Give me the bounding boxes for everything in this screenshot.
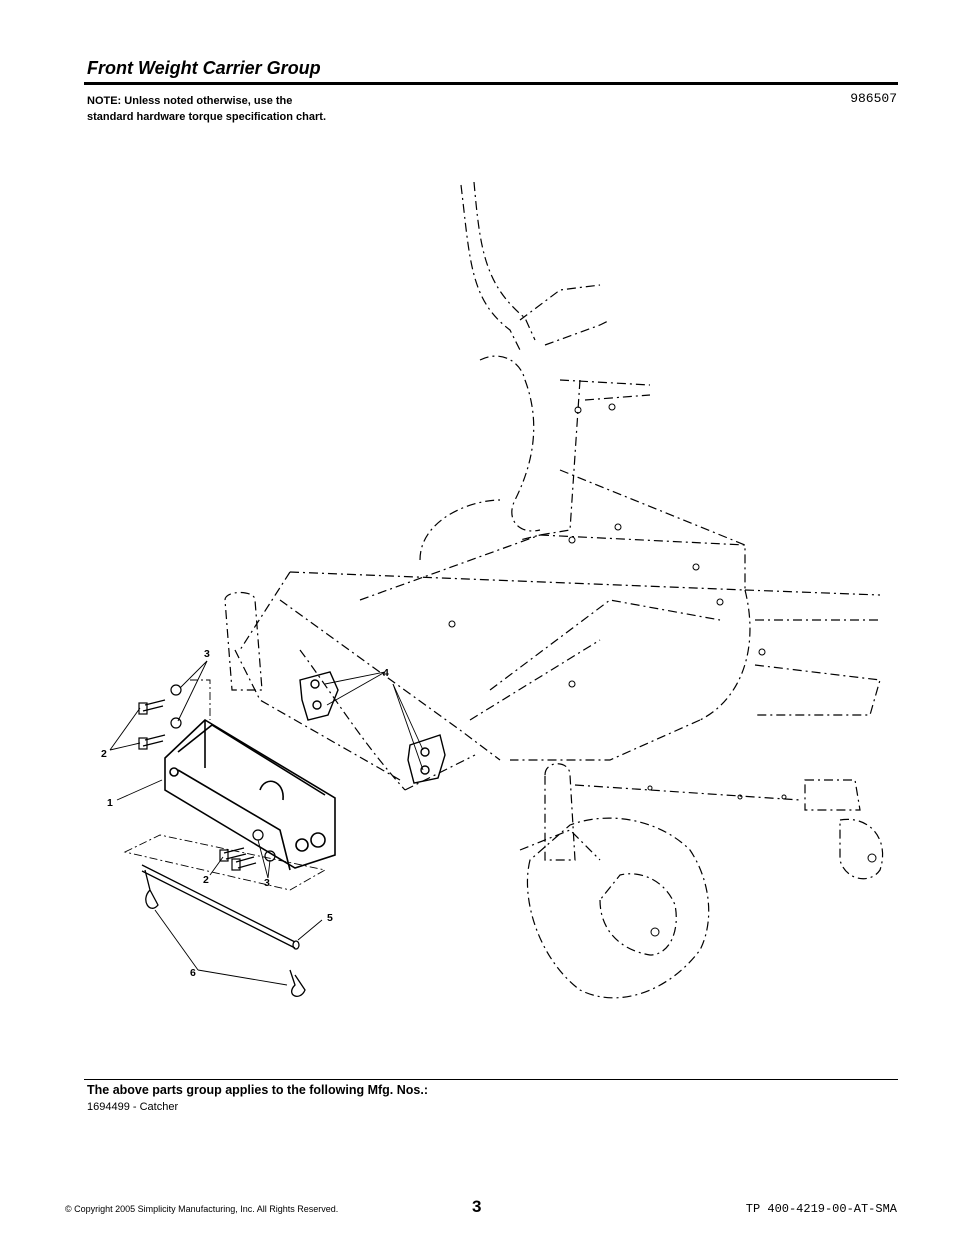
callout-3-lower: 3 (264, 877, 270, 889)
page-number: 3 (472, 1197, 482, 1216)
torque-note: NOTE: Unless noted otherwise, use the st… (87, 95, 327, 123)
mfg-item: 1694499 - Catcher (87, 1101, 179, 1113)
callout-5: 5 (327, 912, 333, 924)
callout-1: 1 (107, 797, 113, 809)
callout-numbers: 3 4 2 1 2 3 5 6 (101, 648, 389, 979)
callout-4: 4 (383, 667, 389, 679)
rod-and-clips (141, 864, 306, 997)
leader-lines (109, 660, 424, 986)
bracket-phantom-lines (123, 679, 327, 891)
copyright-notice: © Copyright 2005 Simplicity Manufacturin… (65, 1204, 339, 1214)
callout-2-lower: 2 (203, 874, 209, 886)
mounting-plates (299, 671, 446, 784)
exploded-parts-diagram: 3 4 2 1 2 3 5 6 (101, 181, 884, 999)
mower-frame-phantom (224, 181, 884, 999)
callout-2-upper: 2 (101, 748, 107, 760)
weight-carrier-bracket (164, 719, 336, 871)
tp-document-code: TP 400-4219-00-AT-SMA (745, 1202, 897, 1216)
frame-bolts (448, 403, 877, 937)
page-title: Front Weight Carrier Group (87, 58, 321, 78)
title-divider (84, 82, 898, 85)
bolts-and-washers (138, 684, 276, 871)
callout-3-upper: 3 (204, 648, 210, 660)
mfg-heading: The above parts group applies to the fol… (87, 1083, 428, 1097)
diagram-number: 986507 (850, 91, 897, 106)
mfg-divider (84, 1079, 898, 1080)
callout-6: 6 (190, 967, 196, 979)
